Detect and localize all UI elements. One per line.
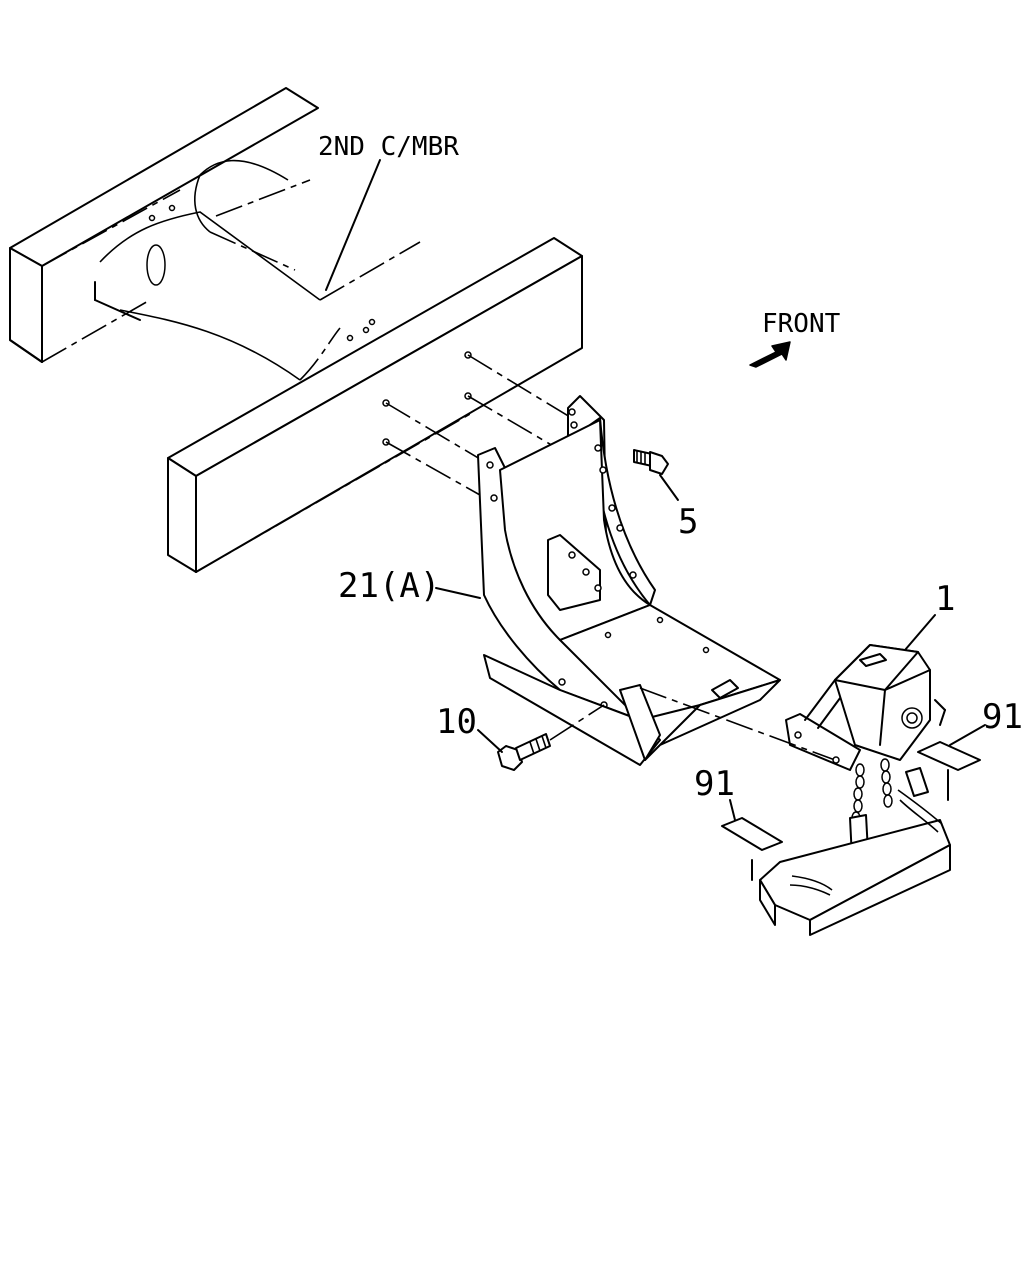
front-arrow-icon — [749, 341, 791, 368]
bolt-5 — [633, 449, 679, 501]
upper-frame-rail — [9, 87, 319, 363]
spare-tire-carrier-1 — [639, 644, 951, 936]
part-5-label: 5 — [678, 502, 698, 542]
part-91-left-label: 91 — [694, 764, 735, 804]
bolt-10 — [477, 704, 605, 771]
chains — [851, 758, 893, 825]
second-crossmember — [99, 159, 376, 381]
label-plate-91-left — [721, 799, 783, 851]
part-1-label: 1 — [935, 579, 955, 619]
leader-lines — [325, 159, 936, 651]
label-plate-91-right — [917, 724, 986, 771]
main-frame-rail — [167, 237, 583, 573]
front-label: FRONT — [762, 309, 841, 339]
part-91-right-label: 91 — [982, 697, 1023, 737]
crossmember-hole — [146, 244, 166, 286]
crossmember-label: 2ND C/MBR — [318, 132, 459, 162]
hole-alignment-lines — [382, 351, 576, 496]
bracket-21a — [477, 395, 781, 766]
part-21a-label: 21(A) — [338, 566, 440, 606]
part-10-label: 10 — [436, 702, 477, 742]
